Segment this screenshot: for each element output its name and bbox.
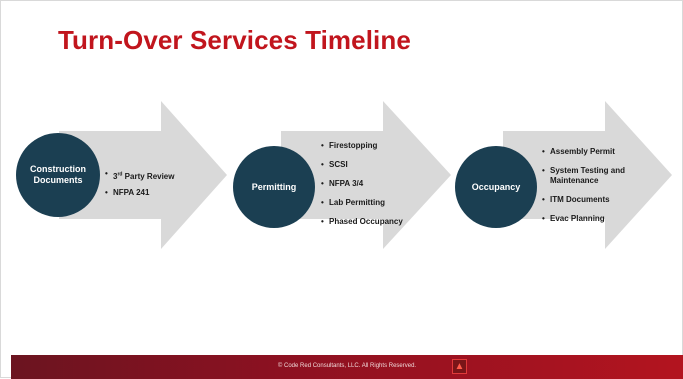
stage-items-occupancy: Assembly Permit System Testing and Maint… [542,147,628,224]
list-item: ITM Documents [542,195,628,205]
stage-label-line: Construction [30,164,86,174]
list-item: Phased Occupancy [321,217,403,227]
footer-bar: © Code Red Consultants, LLC. All Rights … [11,355,683,379]
copyright-text: © Code Red Consultants, LLC. All Rights … [277,363,417,369]
stage-circle-occupancy: Occupancy [455,146,537,228]
list-item: NFPA 241 [105,188,174,198]
arrow-shape-2 [281,101,451,249]
stage-label-line: Permitting [251,181,297,192]
list-item: 3rd Party Review [105,169,174,182]
stage-circle-construction-documents: Construction Documents [16,133,100,217]
stage-items-permitting: Firestopping SCSI NFPA 3/4 Lab Permittin… [321,141,403,227]
list-item: Evac Planning [542,214,628,224]
stage-circle-permitting: Permitting [233,146,315,228]
list-item: NFPA 3/4 [321,179,403,189]
list-item: Assembly Permit [542,147,628,157]
slide-title: Turn-Over Services Timeline [58,25,411,55]
list-item: Lab Permitting [321,198,403,208]
third-party-review-label: 3rd Party Review [113,171,175,181]
flame-logo-icon: ▲ [452,359,467,374]
list-item: System Testing and Maintenance [542,166,628,186]
stage-label-line: Occupancy [471,181,521,192]
stage-items-construction-documents: 3rd Party Review NFPA 241 [105,169,174,198]
third-party-review-text: Party Review [122,171,175,181]
list-item: SCSI [321,160,403,170]
ordinal-suffix: rd [117,171,123,177]
list-item: Firestopping [321,141,403,151]
stage-label-line: Documents [33,175,83,185]
ordinal-number: 3 [113,171,118,181]
